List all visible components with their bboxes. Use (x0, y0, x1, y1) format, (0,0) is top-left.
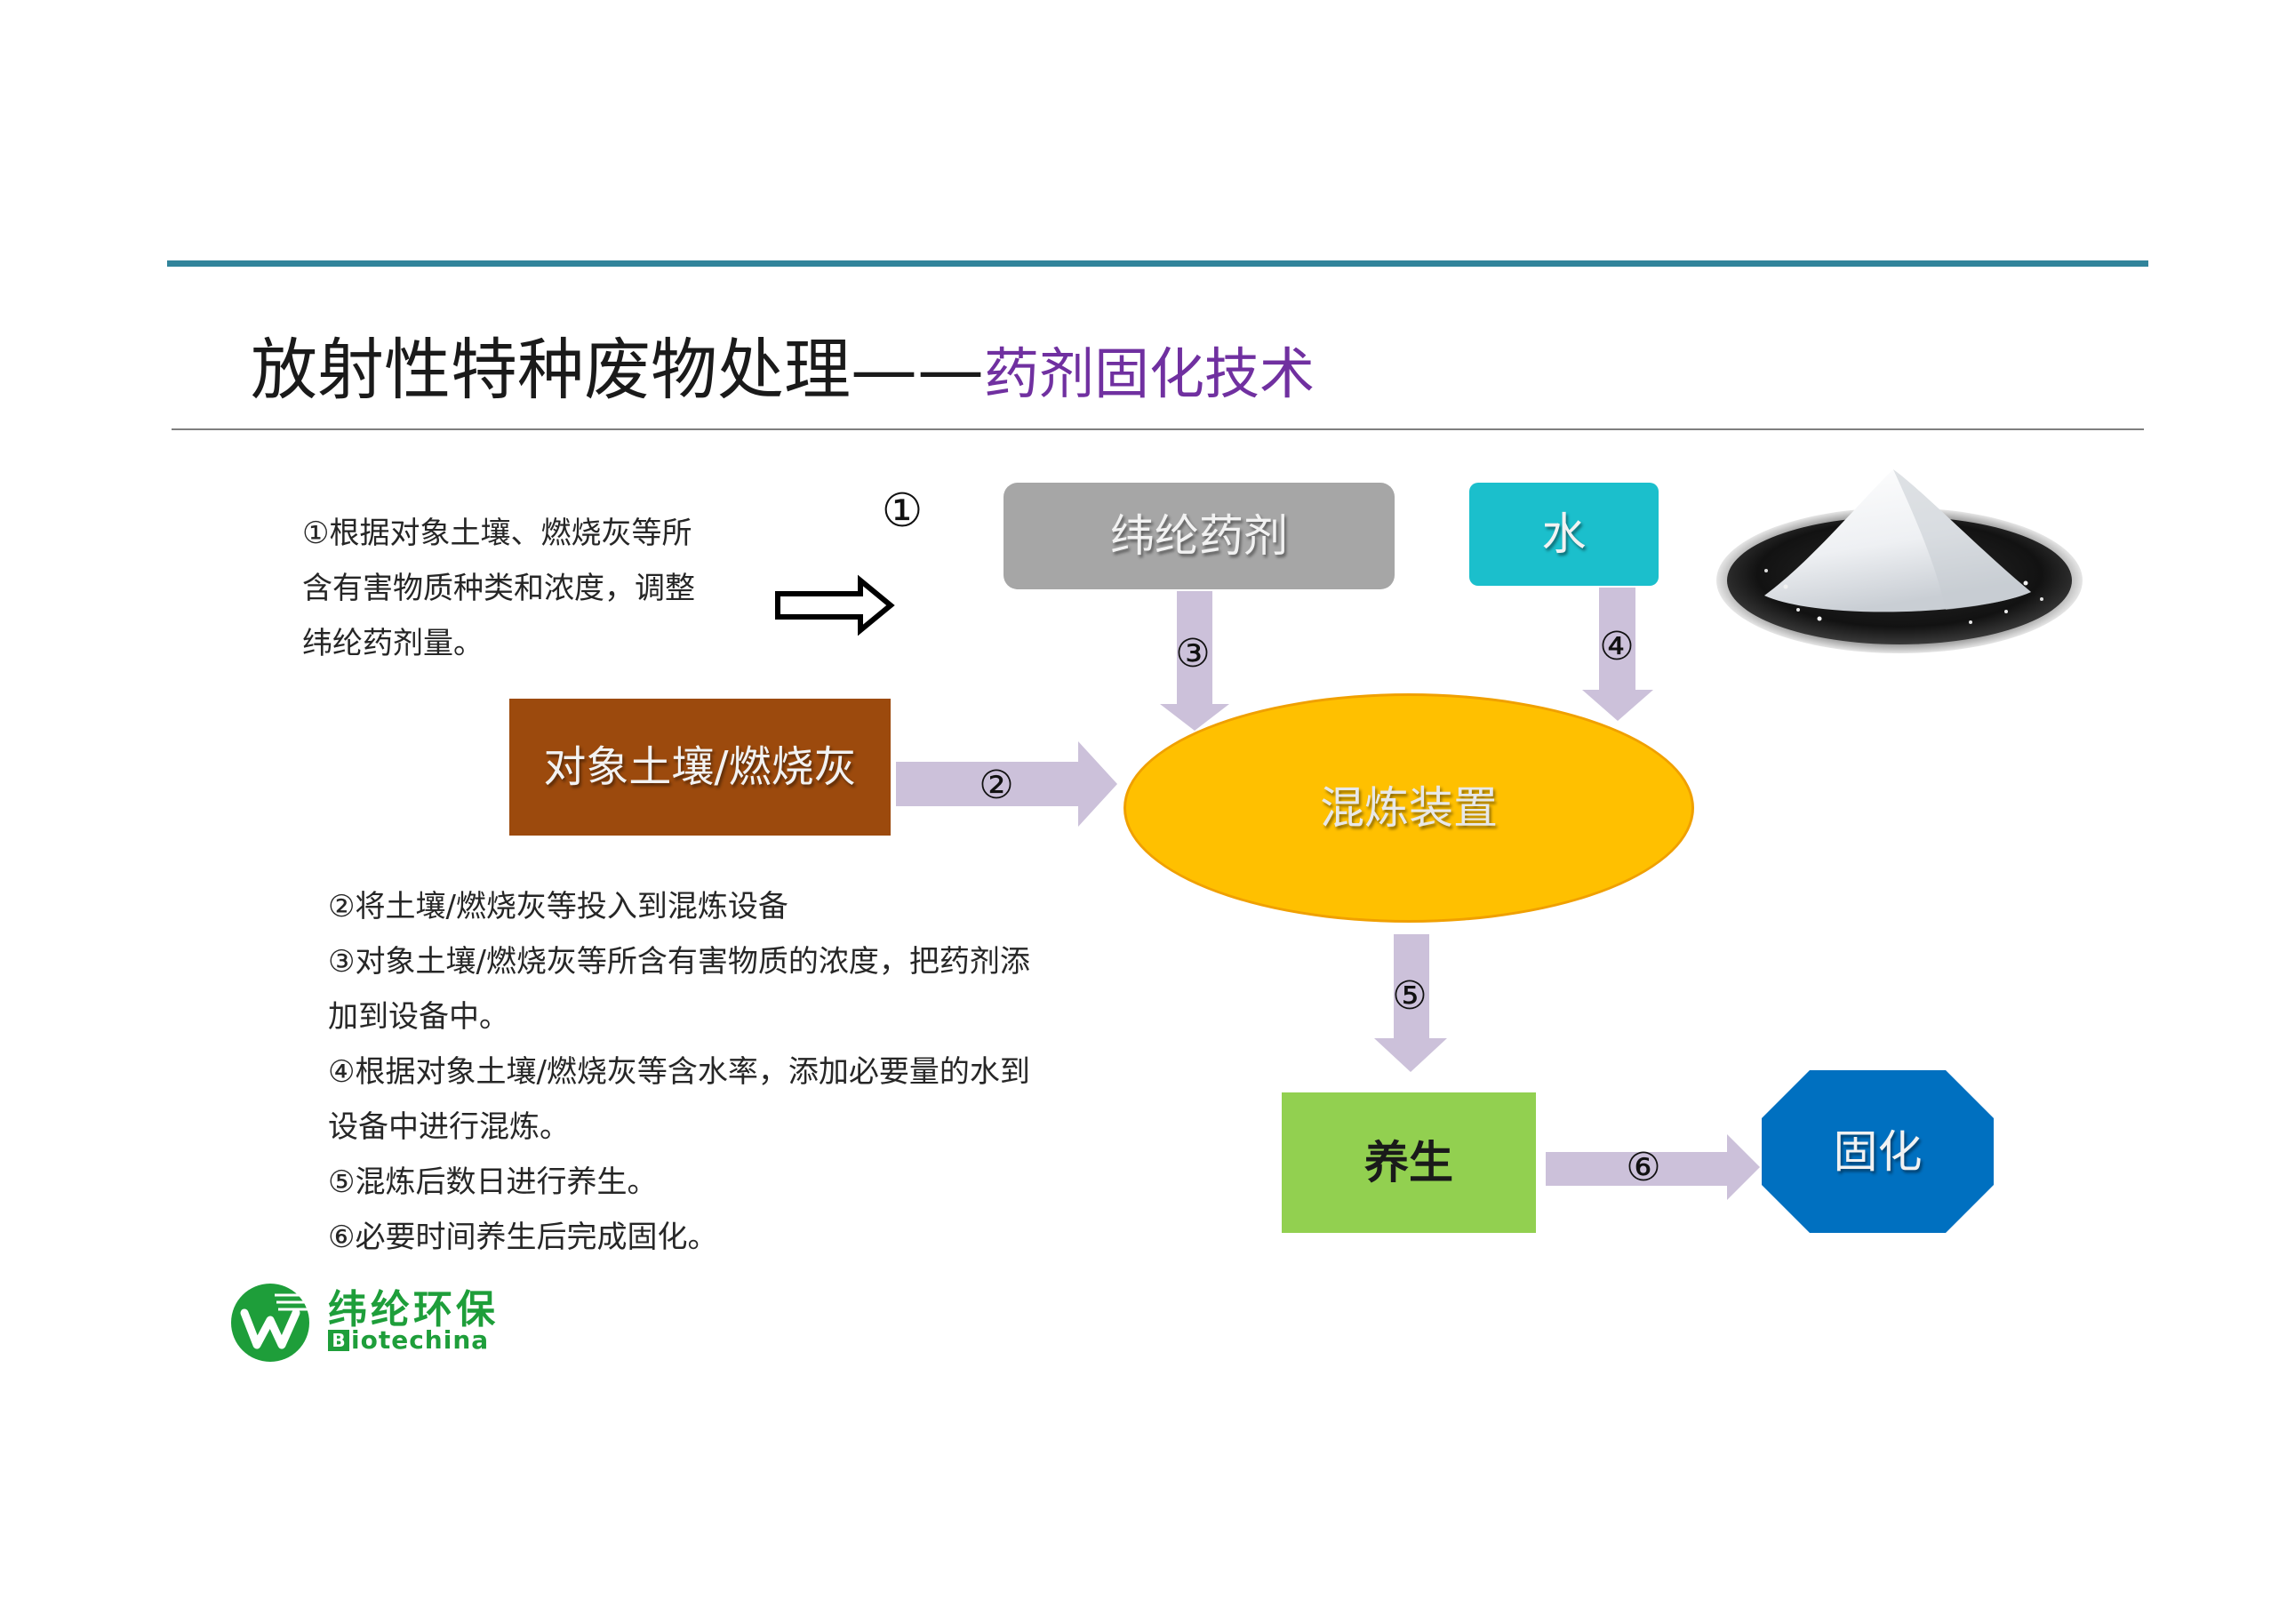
node-water-label: 水 (1541, 508, 1587, 560)
step-label-2: ② (979, 763, 1014, 808)
instructions-bottom: ②将土壤/燃烧灰等投入到混炼设备 ③对象土壤/燃烧灰等所含有害物质的浓度，把药剂… (328, 879, 1030, 1265)
note-line: ①根据对象土壤、燃烧灰等所 (302, 516, 692, 551)
title-underline (172, 428, 2144, 430)
node-agent-label: 纬纶药剂 (1110, 510, 1288, 562)
note-line: ④根据对象土壤/燃烧灰等含水率，添加必要量的水到 (328, 1054, 1030, 1090)
node-curing-label: 养生 (1364, 1137, 1453, 1188)
title-accent: 药剂固化技术 (984, 341, 1315, 406)
logo-wordmark-cn: 纬纶环保 (328, 1287, 499, 1332)
step-label-4: ④ (1599, 624, 1635, 669)
hollow-right-arrow-icon (775, 574, 895, 636)
instructions-top: ①根据对象土壤、燃烧灰等所 含有害物质种类和浓度，调整 纬纶药剂量。 (302, 506, 695, 671)
note-line: ③对象土壤/燃烧灰等所含有害物质的浓度，把药剂添 (328, 944, 1030, 980)
node-water: 水 (1469, 483, 1659, 586)
node-mixer-label: 混炼装置 (1320, 782, 1498, 834)
arrow-curing-to-solidify (1546, 1134, 1760, 1200)
note-line: 含有害物质种类和浓度，调整 (302, 571, 695, 606)
node-mixer: 混炼装置 (1124, 693, 1694, 923)
white-powder-pile-image (1716, 469, 2083, 653)
header-rule (167, 260, 2148, 267)
step-label-6: ⑥ (1626, 1145, 1661, 1190)
node-curing: 养生 (1282, 1092, 1536, 1233)
note-line: ②将土壤/燃烧灰等投入到混炼设备 (328, 889, 788, 924)
step-label-5: ⑤ (1392, 973, 1427, 1019)
note-line: 设备中进行混炼。 (328, 1109, 570, 1145)
note-line: ⑥必要时间养生后完成固化。 (328, 1220, 718, 1255)
arrow-mixer-to-curing (1374, 934, 1447, 1072)
step-label-3: ③ (1175, 631, 1211, 676)
arrow-water-to-mixer (1582, 588, 1653, 721)
node-agent: 纬纶药剂 (1004, 483, 1395, 589)
node-solidify-label: 固化 (1833, 1125, 1923, 1178)
note-line: 加到设备中。 (328, 999, 509, 1035)
title-main: 放射性特种废物处理—— (251, 331, 985, 409)
arrow-soil-to-mixer (896, 741, 1117, 827)
node-soil-label: 对象土壤/燃烧灰 (543, 742, 857, 792)
logo-rest: iotechina (351, 1325, 490, 1355)
w-circle-logo-icon (231, 1284, 309, 1362)
node-solidify: 固化 (1762, 1070, 1994, 1233)
logo-initial: B (328, 1330, 349, 1351)
step-label-1: ① (881, 484, 924, 538)
note-line: ⑤混炼后数日进行养生。 (328, 1164, 658, 1200)
slide-title: 放射性特种废物处理——药剂固化技术 (251, 334, 1315, 424)
logo-wordmark-en: B iotechina (328, 1325, 490, 1355)
note-line: 纬纶药剂量。 (302, 626, 484, 661)
node-soil: 对象土壤/燃烧灰 (509, 699, 891, 836)
arrow-agent-to-mixer (1160, 591, 1229, 731)
